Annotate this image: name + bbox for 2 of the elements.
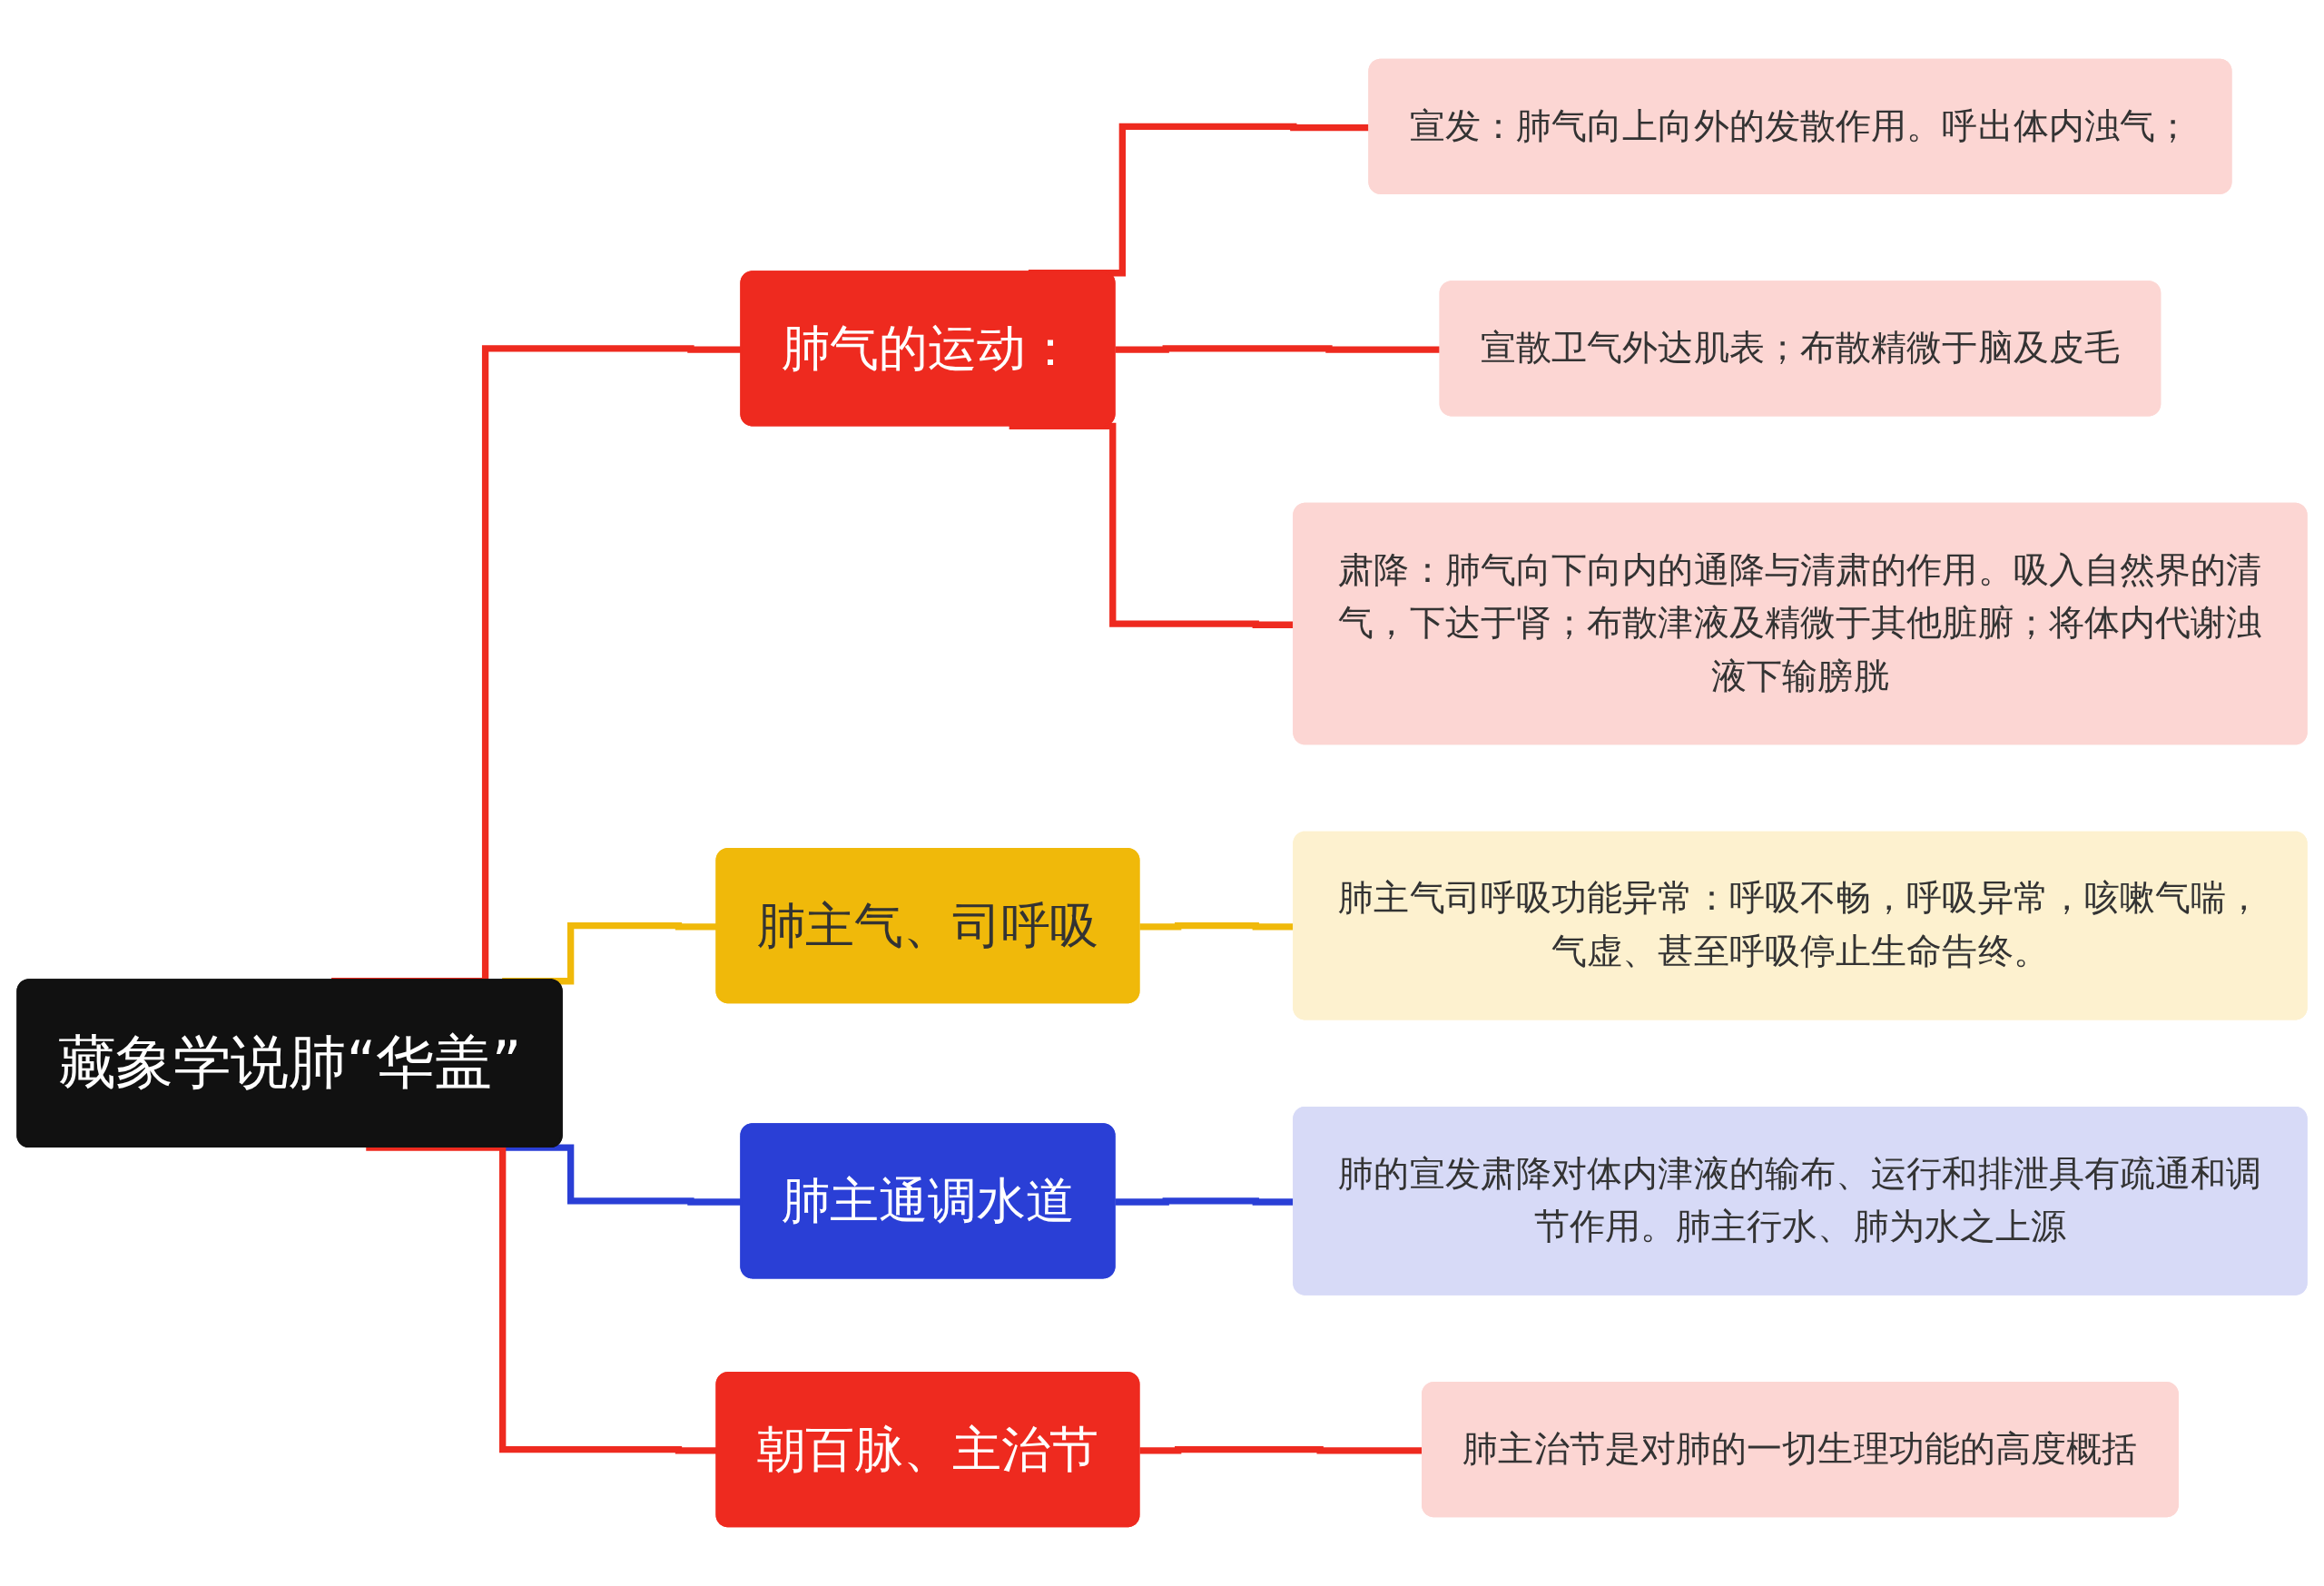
connector <box>1139 1446 1424 1454</box>
connector <box>1115 345 1443 353</box>
